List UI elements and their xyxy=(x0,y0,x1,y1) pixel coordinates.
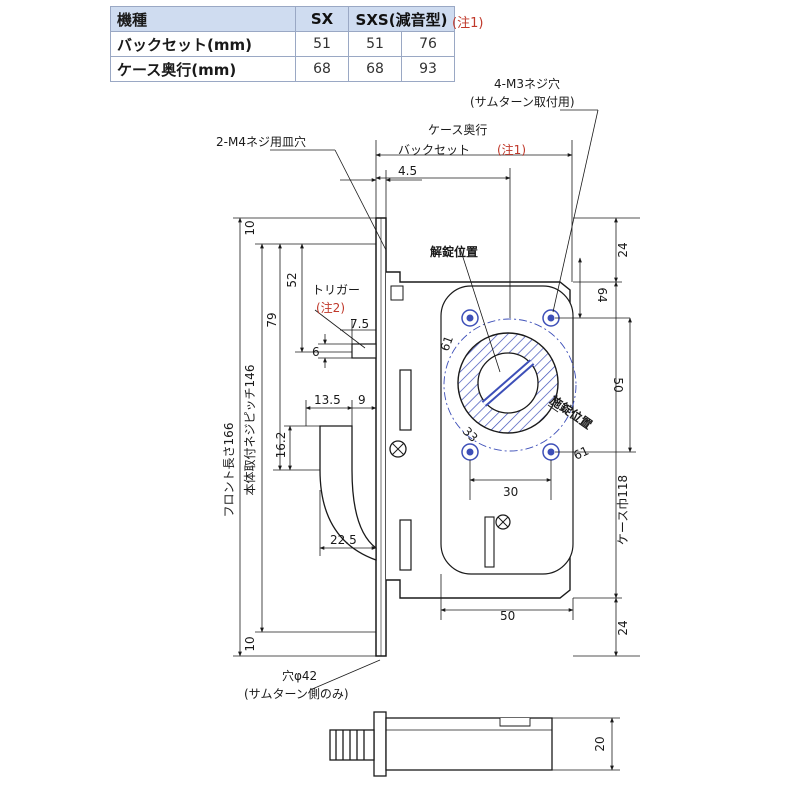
callout-m3-holes: 4-M3ネジ穴 xyxy=(494,76,560,91)
dim-61-left: 61 xyxy=(438,334,456,353)
spec-table-header-row: 機種 SX SXS(減音型) xyxy=(110,6,455,32)
dim-4-5: 4.5 xyxy=(398,164,417,178)
latch-bolt xyxy=(319,425,377,561)
callout-case-width: ケース巾118 xyxy=(616,475,630,545)
dim-9: 9 xyxy=(358,393,366,407)
side-view xyxy=(329,711,553,777)
dimension-lines xyxy=(233,109,640,771)
dim-30: 30 xyxy=(503,485,518,499)
callout-front-length: フロント長さ166 xyxy=(222,423,236,518)
case-depth-row: ケース奥行(mm) 68 68 93 xyxy=(110,56,455,82)
dim-61-right: 61 xyxy=(571,444,591,463)
dim-24-top: 24 xyxy=(616,242,630,257)
callout-body-screw-pitch: 本体取付ネジピッチ146 xyxy=(243,365,257,496)
case-depth-label: ケース奥行(mm) xyxy=(110,56,296,82)
case-depth-sx: 68 xyxy=(295,56,349,82)
dim-10-top: 10 xyxy=(243,220,257,235)
dim-22-5: 22.5 xyxy=(330,533,357,547)
front-plate xyxy=(375,217,387,657)
dim-13-5: 13.5 xyxy=(314,393,341,407)
dim-7-5: 7.5 xyxy=(350,317,369,331)
backset-row: バックセット(mm) 51 51 76 xyxy=(110,31,455,57)
callout-backset: バックセット xyxy=(398,143,470,157)
callout-m4-countersink: 2-M4ネジ用皿穴 xyxy=(216,134,306,149)
callout-note1: (注1) xyxy=(497,142,526,157)
dim-64: 64 xyxy=(595,287,609,302)
spec-table: 機種 SX SXS(減音型) バックセット(mm) 51 51 76 ケース奥行… xyxy=(110,6,455,82)
dim-50-horizontal: 50 xyxy=(500,609,515,623)
callout-thumbturn-side-only: (サムターン側のみ) xyxy=(244,687,349,701)
cylinder-hatched xyxy=(457,332,559,434)
callout-hole-dia: 穴φ42 xyxy=(282,668,317,683)
case-depth-sxs-a: 68 xyxy=(348,56,402,82)
callout-trigger: トリガー xyxy=(312,283,360,297)
dim-10-bottom: 10 xyxy=(243,636,257,651)
dim-6: 6 xyxy=(312,345,320,359)
callout-unlock-position: 解錠位置 xyxy=(430,244,478,259)
screw-icon xyxy=(389,440,511,530)
case-depth-sxs-b: 93 xyxy=(401,56,455,82)
model-header: 機種 xyxy=(110,6,296,32)
dim-79: 79 xyxy=(265,312,279,327)
dim-24-bottom: 24 xyxy=(616,620,630,635)
callout-case-depth: ケース奥行 xyxy=(428,123,487,137)
dim-50-vertical: 50 xyxy=(611,377,625,392)
backset-sxs-a: 51 xyxy=(348,31,402,57)
backset-label: バックセット(mm) xyxy=(110,31,296,57)
trigger-part xyxy=(351,343,377,359)
callout-thumbturn-mount: (サムターン取付用) xyxy=(470,95,575,109)
dim-16-2: 16.2 xyxy=(274,432,288,459)
dim-52: 52 xyxy=(285,272,299,287)
dim-20: 20 xyxy=(593,736,607,751)
hole-pcd-circle xyxy=(443,318,577,452)
table-note: (注1) xyxy=(452,16,484,31)
callout-note2: (注2) xyxy=(316,300,345,315)
